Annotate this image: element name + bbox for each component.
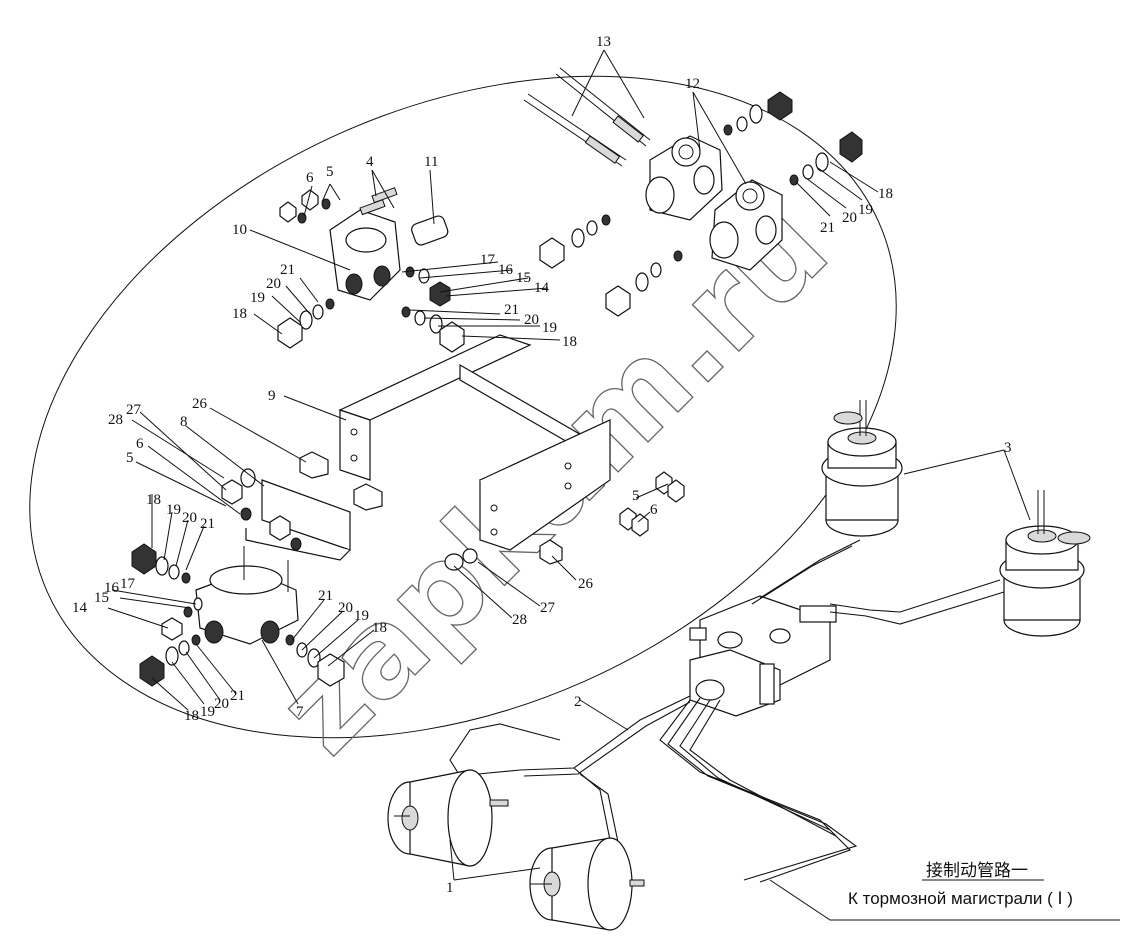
callout-21: 21: [200, 516, 215, 532]
callout-5: 5: [632, 488, 640, 504]
callout-19: 19: [166, 502, 181, 518]
callout-19: 19: [542, 320, 557, 336]
callout-7: 7: [296, 704, 304, 720]
nuts-right: [444, 471, 685, 571]
callout-27: 27: [126, 402, 142, 418]
callout-16: 16: [498, 262, 514, 278]
callout-13: 13: [596, 34, 611, 50]
callout-26: 26: [578, 576, 594, 592]
callout-18: 18: [232, 306, 247, 322]
center-valve-block: [689, 595, 837, 717]
callout-14: 14: [534, 280, 550, 296]
destination-caption: 接制动管路一 К тормозной магистрали ( Ⅰ ): [848, 861, 1073, 908]
callout-15: 15: [516, 270, 531, 286]
relay-valve-12-assembly: [523, 67, 863, 317]
callout-20: 20: [338, 600, 353, 616]
callout-19: 19: [858, 202, 873, 218]
leader-lines: [107, 49, 1120, 921]
callout-21: 21: [230, 688, 245, 704]
callout-8: 8: [180, 414, 188, 430]
brake-lines-2: [449, 539, 1005, 883]
bracket-9: [338, 334, 611, 551]
callout-6: 6: [136, 436, 144, 452]
callout-20: 20: [214, 696, 229, 712]
callout-1: 1: [446, 880, 454, 896]
callout-28: 28: [512, 612, 527, 628]
callout-21: 21: [280, 262, 295, 278]
callout-27: 27: [540, 600, 556, 616]
callout-14: 14: [72, 600, 88, 616]
callout-11: 11: [424, 154, 438, 170]
callout-17: 17: [480, 252, 496, 268]
brake-chamber-1-right: [529, 837, 645, 931]
caption-russian: К тормозной магистрали ( Ⅰ ): [848, 889, 1073, 908]
callout-2: 2: [574, 694, 582, 710]
callout-labels: 13 12 18 19 20 21 4 11 6 5 10 17 16 15 1…: [72, 34, 1012, 896]
valve-10-assembly: [277, 187, 465, 353]
callout-17: 17: [120, 576, 136, 592]
callout-19: 19: [354, 608, 369, 624]
bracket-8-and-valve-7: [131, 451, 383, 687]
callout-18: 18: [372, 620, 387, 636]
callout-21: 21: [820, 220, 835, 236]
callout-19: 19: [200, 704, 215, 720]
callout-5: 5: [126, 450, 134, 466]
brake-chamber-1-left: [387, 769, 509, 867]
callout-6: 6: [306, 170, 314, 186]
callout-4: 4: [366, 154, 374, 170]
caption-chinese: 接制动管路一: [926, 861, 1028, 880]
callout-18: 18: [184, 708, 199, 724]
spring-brake-chamber-3-upper: [821, 400, 903, 537]
callout-18: 18: [562, 334, 577, 350]
callout-19: 19: [250, 290, 265, 306]
callout-5: 5: [326, 164, 334, 180]
callout-20: 20: [842, 210, 857, 226]
callout-10: 10: [232, 222, 247, 238]
callout-15: 15: [94, 590, 109, 606]
callout-20: 20: [182, 510, 197, 526]
callout-16: 16: [104, 580, 120, 596]
detail-ellipse: [29, 75, 897, 739]
callout-21: 21: [318, 588, 333, 604]
callout-6: 6: [650, 502, 658, 518]
callout-20: 20: [266, 276, 281, 292]
callout-12: 12: [685, 76, 700, 92]
callout-18: 18: [878, 186, 893, 202]
callout-3: 3: [1004, 440, 1012, 456]
spring-brake-chamber-3-lower: [999, 490, 1091, 637]
callout-21: 21: [504, 302, 519, 318]
callout-28: 28: [108, 412, 123, 428]
callout-26: 26: [192, 396, 208, 412]
callout-20: 20: [524, 312, 539, 328]
callout-18: 18: [146, 492, 161, 508]
callout-9: 9: [268, 388, 276, 404]
